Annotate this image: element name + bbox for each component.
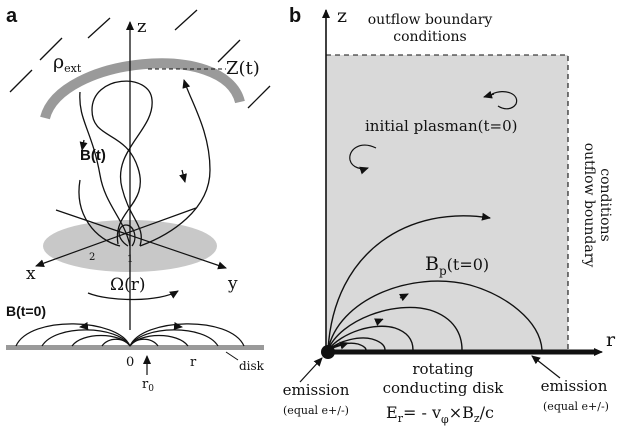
b-t0-label: B(t=0) (6, 303, 46, 319)
panel-a-label: a (6, 5, 18, 27)
plasma-shell-arch (40, 58, 245, 120)
emission-arrow-right (531, 355, 561, 379)
plasma-swirl-right-head (483, 90, 495, 99)
r-axis-b-label: r (606, 329, 616, 351)
twisted-field-lines (78, 79, 211, 247)
z-axis-b-label: z (337, 5, 347, 27)
bp-label: Bp(t=0) (425, 253, 489, 278)
mark-1: 1 (127, 254, 133, 265)
panel-b-label: b (289, 5, 301, 27)
emission-left-label: emission (283, 381, 350, 399)
outflow-right-label-1: outflow boundary (581, 143, 597, 268)
outflow-top-label-1: outflow boundary (368, 12, 493, 28)
panel-a: a ρext Z(t) z x y (6, 5, 271, 394)
emission-right-label: emission (541, 377, 608, 395)
computational-domain (326, 55, 568, 352)
er-formula: Er= - vφ×Bz/c (386, 403, 494, 426)
mark-2: 2 (89, 252, 95, 263)
outflow-right-label-2: conditions (597, 168, 613, 241)
loop-arrow-b2 (374, 318, 384, 326)
z-axis-label: z (137, 16, 146, 37)
rotating-label-1: rotating (412, 360, 474, 378)
loop-arrow-b (399, 293, 409, 302)
plasma-swirl-left (349, 144, 377, 175)
field-arrow-left (79, 139, 88, 151)
rho-ext-label: ρext (53, 51, 82, 75)
emission-tick (329, 341, 349, 350)
poloidal-field-loops (327, 212, 543, 351)
rotating-label-2: conducting disk (383, 379, 505, 397)
initial-plasma-label: initial plasma (365, 117, 468, 135)
outflow-top-label-2: conditions (393, 29, 466, 45)
initial-dipole-loops (15, 323, 245, 347)
panel-b: b z r outflow boundary conditions outflo… (283, 5, 616, 426)
field-arrow-right (179, 169, 187, 183)
disk-label: disk (239, 359, 265, 373)
origin-label: 0 (126, 355, 134, 370)
b-t-label: B(t) (80, 147, 106, 164)
plasma-swirl-right (491, 91, 518, 110)
x-axis-label: x (26, 264, 36, 284)
rotation-arrow (87, 290, 179, 301)
emission-arrow-left (299, 357, 323, 383)
y-axis-label: y (227, 274, 238, 294)
loop-arrow-right (173, 322, 183, 330)
disk-leader (225, 351, 239, 361)
z-t-label: Z(t) (226, 58, 260, 79)
external-medium-hatch (9, 9, 271, 109)
emission-left-sub: (equal e+/-) (283, 404, 349, 417)
emission-right-sub: (equal e+/-) (543, 400, 609, 413)
disk-bar (6, 345, 264, 350)
r-label: r (190, 355, 197, 370)
r0-label: r0 (142, 377, 154, 394)
x-axis (35, 207, 197, 268)
n-t0-label: n(t=0) (468, 117, 518, 135)
loop-arrow-left (79, 322, 89, 330)
omega-label: Ω(r) (110, 275, 146, 295)
